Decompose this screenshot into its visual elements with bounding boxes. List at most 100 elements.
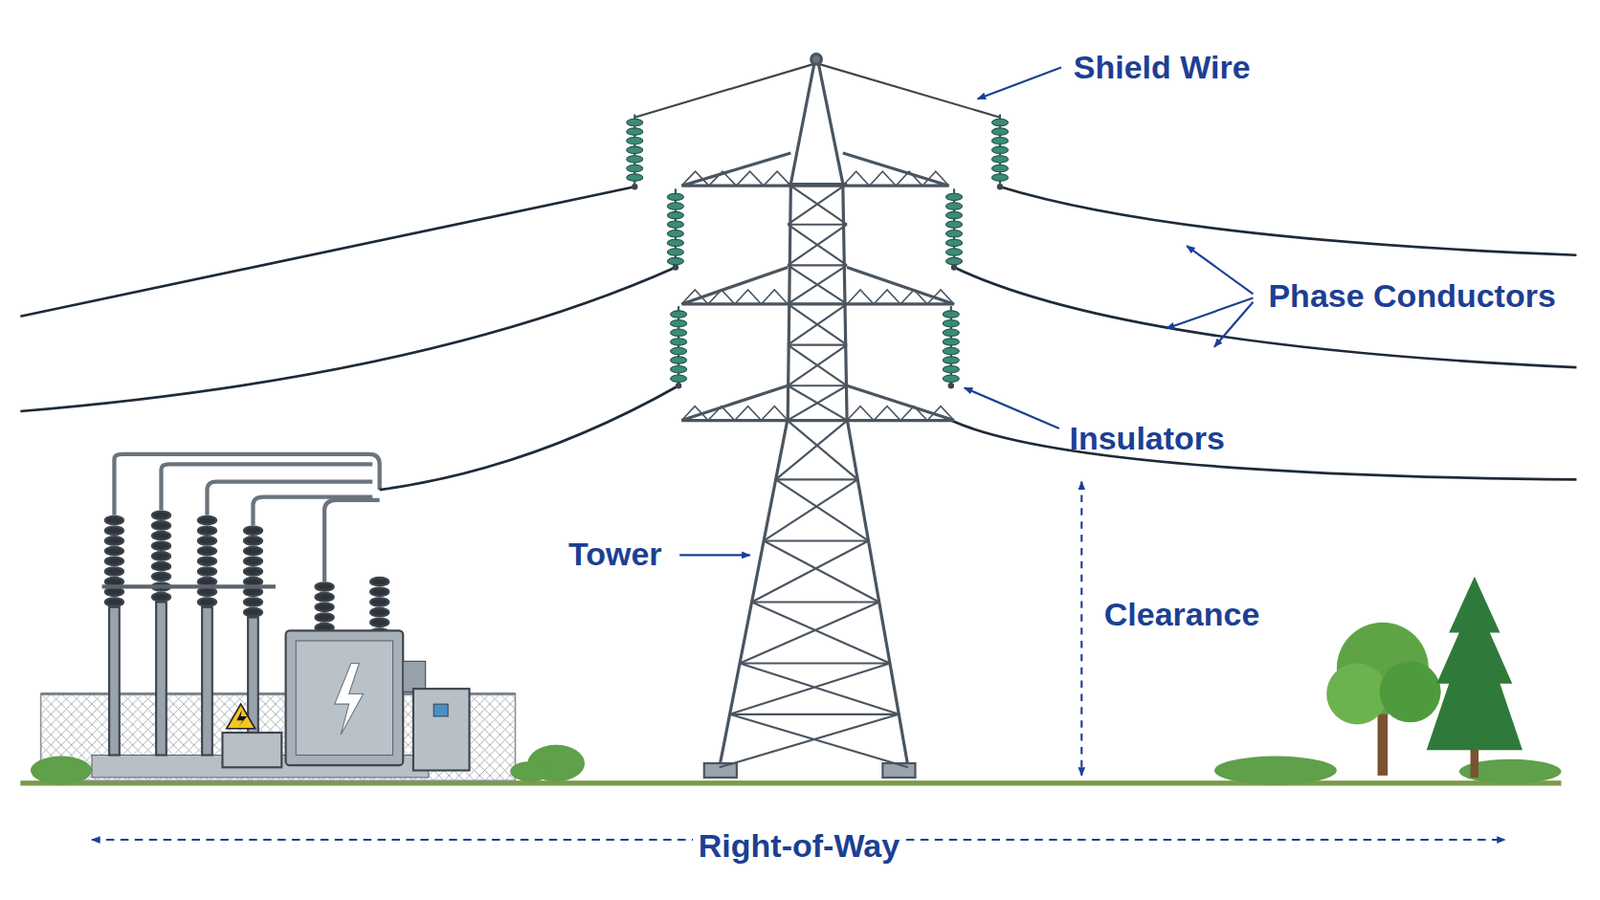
insulator-disc [670, 375, 688, 382]
bushing-shed [314, 582, 334, 592]
insulator-disc [942, 347, 959, 355]
bushing-shed [314, 603, 334, 613]
arm-truss [927, 289, 955, 305]
bushing-shed [105, 536, 124, 546]
tower-brace [739, 601, 890, 664]
bushing-shed [198, 516, 217, 526]
arm-truss [927, 406, 955, 422]
bushing-shed [314, 593, 334, 602]
arm-truss [869, 171, 897, 186]
bushing-shed [105, 598, 124, 607]
insulator-disc [945, 202, 962, 210]
bushing-shed [105, 567, 124, 577]
bushing-shed [198, 577, 217, 587]
insulator-disc [942, 356, 959, 364]
arm-truss [734, 406, 762, 422]
bushing-shed [152, 532, 171, 541]
substation [30, 454, 585, 786]
insulator-disc [942, 365, 959, 373]
bushing-shed [244, 557, 263, 567]
bushing-shed [370, 608, 389, 618]
bushing-shed [244, 577, 263, 587]
insulator-disc [945, 248, 962, 256]
clamp [631, 183, 638, 190]
arm-truss [681, 289, 709, 305]
insulator-disc [991, 164, 1008, 172]
insulator-disc [626, 118, 644, 126]
bushing-shed [244, 608, 263, 618]
insulator-disc [991, 174, 1008, 181]
bushing-shed [105, 516, 124, 526]
clamp [948, 382, 955, 389]
insulator-disc [626, 136, 644, 144]
bushing-shed [152, 511, 171, 521]
tower-brace [752, 540, 880, 602]
insulator-disc [942, 319, 959, 327]
arm-truss [763, 171, 792, 186]
phase-conductors-label: Phase Conductors [1267, 278, 1556, 314]
clearance-label: Clearance [1104, 597, 1261, 633]
insulator-disc [670, 311, 688, 318]
insulator-disc [991, 155, 1008, 163]
arm-truss [708, 406, 735, 422]
bushing-shed [244, 527, 263, 536]
clamp [997, 183, 1003, 190]
arm-truss [846, 406, 874, 422]
insulator-disc [666, 202, 684, 210]
insulator-disc [626, 128, 644, 135]
arm-truss [681, 406, 709, 422]
tower-brace [787, 224, 847, 267]
clamp [675, 382, 682, 389]
insulator-disc [942, 311, 959, 318]
insulator-disc [666, 193, 684, 200]
bushing-shed [105, 577, 124, 587]
arm-truss [734, 289, 762, 305]
arm-truss [900, 289, 928, 305]
arm-truss [873, 289, 901, 305]
tower-brace [787, 385, 848, 421]
bushing-shed [198, 557, 217, 567]
bushing-shed [244, 536, 263, 546]
bushing-shed [244, 567, 263, 577]
insulator-disc [670, 338, 688, 346]
arm-truss [895, 171, 923, 186]
tower-brace [787, 183, 847, 225]
tower-brace [776, 421, 859, 481]
bushing-shed [198, 588, 217, 598]
bushing-shed [152, 562, 171, 572]
insulator-disc [626, 155, 644, 163]
bushing-shed [244, 598, 263, 607]
tower-label: Tower [568, 536, 663, 573]
insulator-disc [991, 136, 1008, 144]
bushing-shed [152, 542, 171, 552]
insulator-disc [945, 239, 962, 246]
insulator-disc [945, 211, 962, 219]
bushing-post [155, 601, 167, 756]
tower-brace [719, 714, 909, 768]
insulator-disc [670, 356, 688, 364]
insulator-disc [942, 329, 959, 336]
bushing-shed [370, 619, 389, 628]
bushing-shed [198, 536, 217, 546]
lattice-tower [681, 52, 955, 778]
bushing-shed [105, 547, 124, 556]
insulator-disc [942, 375, 959, 382]
bushing-shed [198, 598, 217, 607]
insulator-disc [945, 230, 962, 238]
insulator-disc [626, 146, 644, 154]
arm-truss [760, 289, 788, 305]
bushing-shed [152, 593, 171, 602]
insulator-disc [991, 146, 1008, 154]
insulator-disc [666, 230, 684, 238]
bushing-shed [370, 588, 389, 598]
arm-truss [843, 171, 870, 186]
bushing-shed [370, 577, 389, 587]
arm-truss [681, 171, 710, 186]
bushing-shed [370, 598, 389, 607]
tower-brace [730, 663, 900, 714]
insulator-disc [942, 338, 959, 346]
insulator-disc [991, 118, 1008, 126]
bushing-post [201, 607, 213, 756]
